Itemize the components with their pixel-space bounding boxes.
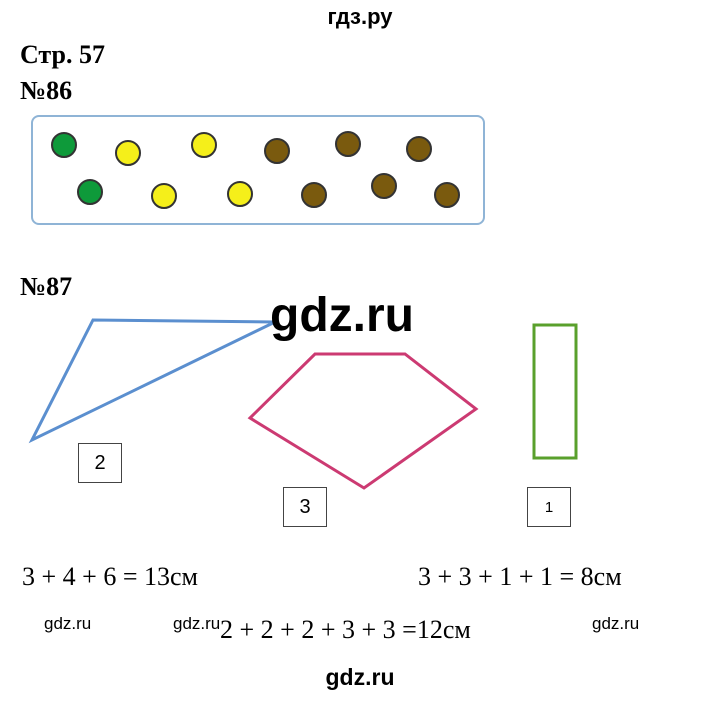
brown-dot [406, 136, 432, 162]
triangle-shape [28, 318, 276, 444]
yellow-dot [191, 132, 217, 158]
site-footer: gdz.ru [325, 664, 395, 690]
triangle-number-box: 2 [78, 443, 122, 483]
dots-box [31, 115, 485, 225]
brown-dot [301, 182, 327, 208]
watermark-large: gdz.ru [270, 289, 414, 342]
pentagon-number-box: 3 [283, 487, 327, 527]
brown-dot [335, 131, 361, 157]
green-dot [51, 132, 77, 158]
yellow-dot [151, 183, 177, 209]
pentagon-shape [247, 352, 479, 490]
watermark-small: gdz.ru [173, 614, 221, 633]
yellow-dot [227, 181, 253, 207]
watermark-small: gdz.ru [44, 614, 92, 633]
rectangle-shape [532, 323, 578, 460]
brown-dot [371, 173, 397, 199]
page-number: Стр. 57 [20, 40, 105, 69]
green-dot [77, 179, 103, 205]
equation-triangle: 3 + 4 + 6 = 13см [22, 562, 198, 591]
task-87-label: №87 [20, 272, 73, 301]
rectangle-number-box: 1 [527, 487, 571, 527]
brown-dot [264, 138, 290, 164]
yellow-dot [115, 140, 141, 166]
equation-pentagon: 2 + 2 + 2 + 3 + 3 =12см [220, 615, 471, 644]
watermark-small: gdz.ru [592, 614, 640, 633]
site-header: гдз.ру [327, 4, 393, 29]
brown-dot [434, 182, 460, 208]
task-86-label: №86 [20, 76, 73, 105]
equation-rectangle: 3 + 3 + 1 + 1 = 8см [418, 562, 622, 591]
